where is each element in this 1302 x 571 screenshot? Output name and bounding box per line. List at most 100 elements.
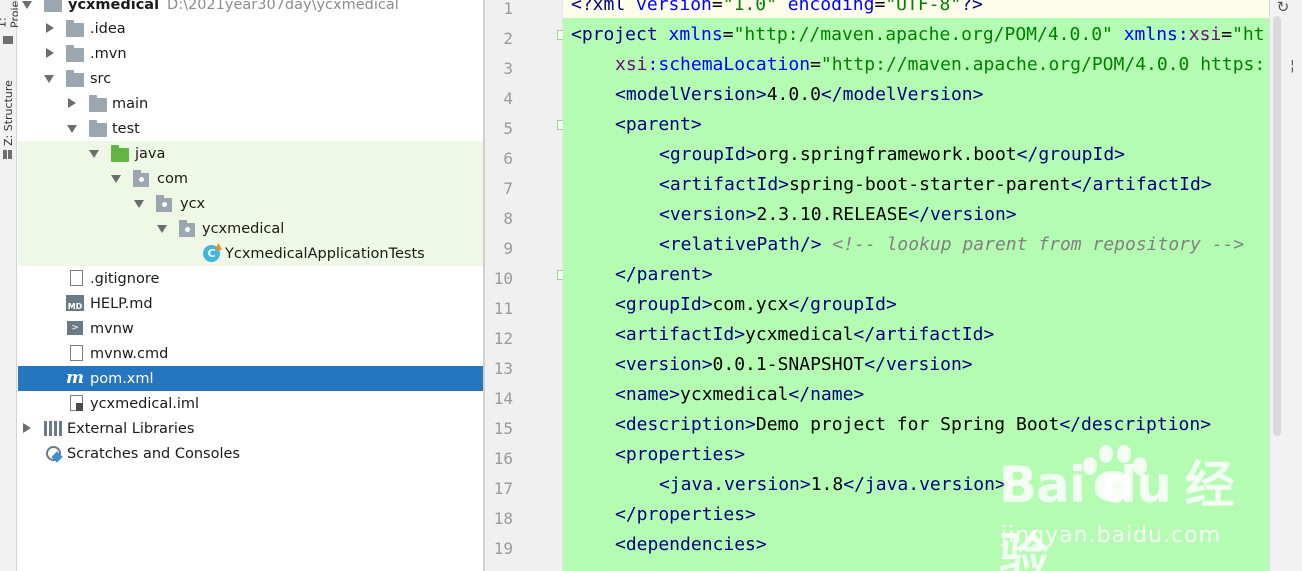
module-badge-icon [76, 403, 83, 411]
chevron-down-icon[interactable] [134, 200, 144, 208]
tree-item-idea[interactable]: .idea [18, 16, 483, 41]
folder-icon [89, 120, 107, 137]
tree-item-label: Scratches and Consoles [67, 445, 240, 462]
tree-item-ycxmedical-package[interactable]: ycxmedical [18, 216, 483, 241]
tree-item-label: com [157, 170, 188, 187]
tree-item-label: ycx [180, 195, 206, 212]
package-icon [179, 220, 195, 237]
folder-icon [66, 45, 84, 62]
line-number: 7 [503, 179, 513, 198]
markdown-file-icon: MD [66, 295, 84, 311]
code-line-5: <parent> [615, 114, 702, 135]
scratches-icon [44, 445, 62, 461]
chevron-down-icon[interactable] [157, 225, 167, 233]
package-icon [133, 170, 149, 187]
code-line-6: <groupId>org.springframework.boot</group… [659, 144, 1126, 165]
code-line-12: <artifactId>ycxmedical</artifactId> [615, 324, 995, 345]
code-line-8: <version>2.3.10.RELEASE</version> [659, 204, 1017, 225]
tree-item-mvnw-cmd[interactable]: mvnw.cmd [18, 341, 483, 366]
line-number: 5 [503, 119, 513, 138]
test-class-icon: C [203, 245, 220, 262]
library-icon [44, 421, 62, 436]
tree-item-test[interactable]: test [18, 116, 483, 141]
line-number: 8 [503, 209, 513, 228]
tree-item-java[interactable]: java [18, 141, 483, 166]
tree-item-ycxmedical-iml[interactable]: ycxmedical.iml [18, 391, 483, 416]
line-number: 6 [503, 149, 513, 168]
tree-item-label: src [90, 70, 112, 87]
line-number: 13 [493, 359, 513, 378]
line-number: 9 [503, 239, 513, 258]
module-folder-icon [44, 0, 62, 12]
line-number: 11 [493, 299, 513, 318]
line-number: 15 [493, 419, 513, 438]
chevron-down-icon[interactable] [89, 150, 99, 158]
line-number: 16 [493, 449, 513, 468]
chevron-down-icon[interactable] [111, 175, 121, 183]
code-editor[interactable]: <?xml version="1.0" encoding="UTF-8"?> <… [563, 0, 1269, 571]
test-source-folder-icon [111, 145, 129, 162]
editor-scrollbar[interactable] [1269, 0, 1302, 571]
tree-item-label: HELP.md [90, 295, 153, 312]
panel-splitter[interactable] [483, 0, 485, 571]
line-number: 3 [503, 59, 513, 78]
scroll-thumb[interactable] [1273, 16, 1281, 436]
structure-icon [3, 150, 12, 159]
tree-item-label: java [135, 145, 166, 162]
code-line-11: <groupId>com.ycx</groupId> [615, 294, 897, 315]
line-number: 12 [493, 329, 513, 348]
code-line-2: <project xmlns="http://maven.apache.org/… [571, 24, 1265, 45]
tree-item-label: .gitignore [90, 270, 160, 287]
tree-root-ycxmedical[interactable]: ycxmedical D:\2021year307day\ycxmedical [18, 0, 483, 17]
project-tree: ycxmedical D:\2021year307day\ycxmedical .… [18, 0, 483, 571]
root-name: ycxmedical [68, 0, 160, 13]
structure-tool-tab[interactable]: Z: Structure [2, 80, 15, 146]
line-number: 18 [493, 509, 513, 528]
tree-item-help-md[interactable]: MD HELP.md [18, 291, 483, 316]
caret-row-highlight [563, 0, 1269, 18]
tool-window-strip: 1: Project Z: Structure [0, 0, 22, 571]
tree-item-ycx[interactable]: ycx [18, 191, 483, 216]
tree-item-label: YcxmedicalApplicationTests [225, 245, 425, 262]
text-file-icon [70, 345, 83, 361]
code-line-1: <?xml version="1.0" encoding="UTF-8"?> [571, 0, 983, 15]
line-number: 4 [503, 89, 513, 108]
tree-item-pom-xml[interactable]: m pom.xml [18, 366, 483, 391]
tree-item-scratches-and-consoles[interactable]: Scratches and Consoles [18, 441, 483, 466]
line-number: 19 [493, 539, 513, 558]
tree-item-external-libraries[interactable]: External Libraries [18, 416, 483, 441]
tree-item-label: pom.xml [90, 370, 154, 387]
folder-icon [89, 95, 107, 112]
tree-item-label: mvnw.cmd [90, 345, 169, 362]
tree-item-src[interactable]: src [18, 66, 483, 91]
tree-item-mvnw[interactable]: > mvnw [18, 316, 483, 341]
code-line-4: <modelVersion>4.0.0</modelVersion> [615, 84, 984, 105]
tree-item-mvn[interactable]: .mvn [18, 41, 483, 66]
tree-item-com[interactable]: com [18, 166, 483, 191]
code-line-14: <name>ycxmedical</name> [615, 384, 865, 405]
line-number: 10 [493, 269, 513, 288]
tree-item-gitignore[interactable]: .gitignore [18, 266, 483, 291]
chevron-down-icon[interactable] [22, 0, 32, 9]
package-icon [156, 195, 172, 212]
code-line-18: </properties> [615, 504, 756, 525]
line-number: 2 [503, 29, 513, 48]
line-number: 1 [503, 0, 513, 18]
refresh-icon[interactable]: ↻ [1276, 0, 1290, 16]
chevron-right-icon[interactable] [23, 423, 31, 433]
code-line-3: xsi:schemaLocation="http://maven.apache.… [615, 54, 1266, 75]
chevron-down-icon[interactable] [44, 75, 54, 83]
project-tool-tab[interactable]: 1: Project [0, 0, 22, 28]
tree-item-main[interactable]: main [18, 91, 483, 116]
maven-file-icon: m [66, 368, 84, 388]
chevron-right-icon[interactable] [46, 23, 54, 33]
tree-item-ycxmedical-application-tests[interactable]: C YcxmedicalApplicationTests [18, 241, 483, 266]
code-line-16: <properties> [615, 444, 746, 465]
chevron-right-icon[interactable] [46, 48, 54, 58]
line-number: 17 [493, 479, 513, 498]
chevron-right-icon[interactable] [68, 98, 76, 108]
line-number: 14 [493, 389, 513, 408]
chevron-down-icon[interactable] [67, 125, 77, 133]
root-path: D:\2021year307day\ycxmedical [167, 0, 399, 13]
folder-icon [66, 20, 84, 37]
